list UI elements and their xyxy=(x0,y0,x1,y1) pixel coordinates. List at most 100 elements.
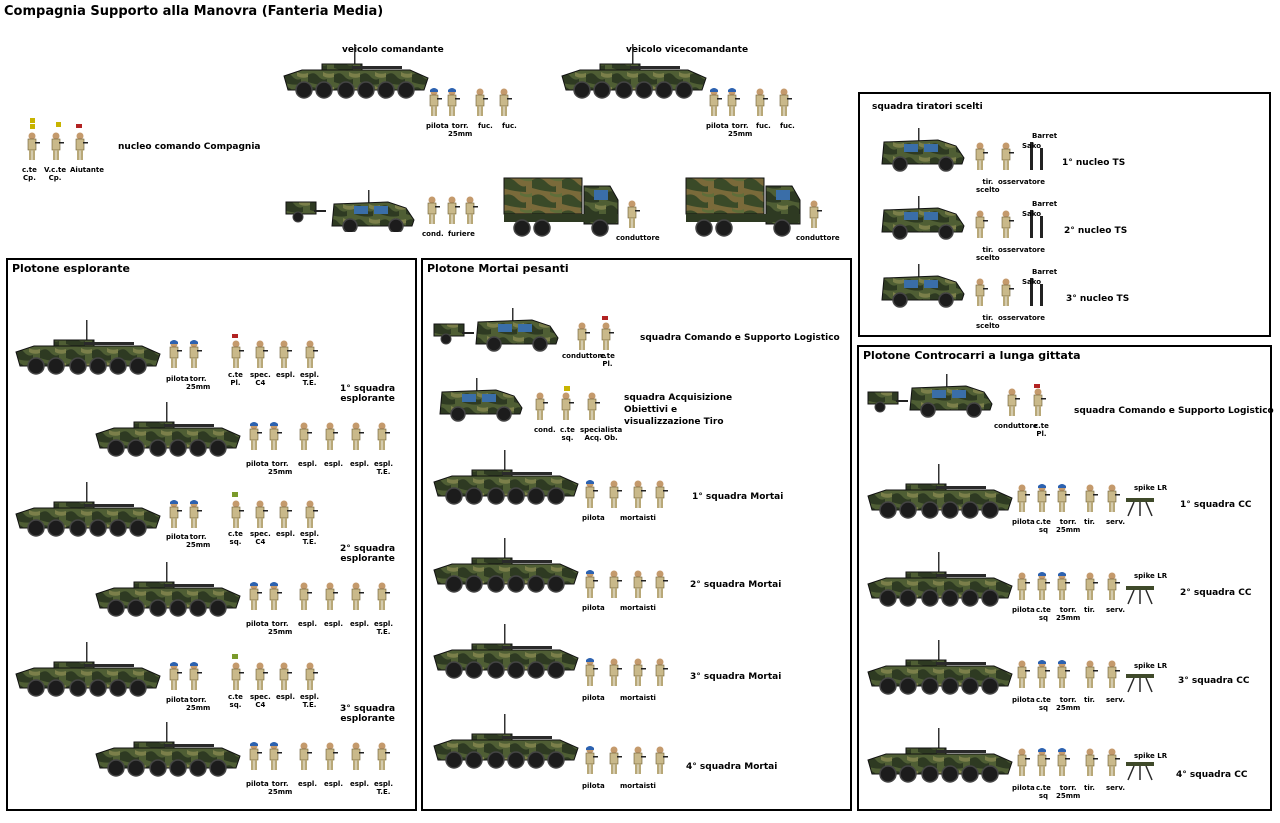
cc-sq-2: 2° squadra CC xyxy=(1180,588,1252,598)
sako-3: Sako xyxy=(1022,278,1042,286)
e2-torr: torr. 25mm xyxy=(268,460,293,476)
m-acq-spec: specialista Acq. Ob. xyxy=(580,426,623,442)
vice-crew xyxy=(706,88,793,117)
e5-r0: c.te sq. xyxy=(228,693,243,709)
mortai-cmd: squadra Comando e Supporto Logistico xyxy=(640,333,840,343)
vcrew-fuc2: fuc. xyxy=(780,122,795,130)
nucleo-ts-1: 1° nucleo TS xyxy=(1062,158,1126,168)
mortai-title: Plotone Mortai pesanti xyxy=(427,262,569,275)
esplorante-sq-2: 2° squadra esplorante xyxy=(340,544,396,564)
lmv-with-trailer xyxy=(285,189,415,232)
vcrew-fuc1: fuc. xyxy=(756,122,771,130)
e2-d0: espl. xyxy=(298,460,317,468)
vcrew-torr: torr. 25mm xyxy=(728,122,753,138)
e3-r3: espl. T.E. xyxy=(300,530,319,546)
e1-r0: c.te Pl. xyxy=(228,371,243,387)
m-cmd-cte: c.te Pl. xyxy=(600,352,615,368)
tir-3: tir. scelto xyxy=(976,314,1000,330)
mortai-units xyxy=(433,307,669,775)
e5-r2: espl. xyxy=(276,693,295,701)
c2-2: torr. 25mm xyxy=(1056,606,1081,622)
vice-vehicle xyxy=(561,43,707,99)
tiratori-units xyxy=(881,128,1043,308)
hq-label: nucleo comando Compagnia xyxy=(118,142,261,152)
e1-r3: espl. T.E. xyxy=(300,371,319,387)
oss-1: osservatore xyxy=(998,178,1045,186)
crew-fuc2: fuc. xyxy=(502,122,517,130)
sako-1: Sako xyxy=(1022,142,1042,150)
e1-torr: torr. 25mm xyxy=(186,375,211,391)
c1-1: c.te sq xyxy=(1036,518,1051,534)
m4-pilota: pilota xyxy=(582,782,605,790)
barret-3: Barret xyxy=(1032,268,1058,276)
c1-4: serv. xyxy=(1106,518,1126,526)
truck-1-driver xyxy=(627,200,641,229)
e5-torr: torr. 25mm xyxy=(186,696,211,712)
conduttore-2: conduttore xyxy=(796,234,840,242)
e6-d2: espl. xyxy=(350,780,369,788)
hq-soldiers xyxy=(27,118,89,161)
support-crew xyxy=(427,196,479,225)
c4-2: torr. 25mm xyxy=(1056,784,1081,800)
c2-4: serv. xyxy=(1106,606,1126,614)
tiratori-title: squadra tiratori scelti xyxy=(872,102,983,112)
e2-pilota: pilota xyxy=(246,460,269,468)
cc-sq-4: 4° squadra CC xyxy=(1176,770,1248,780)
mortai-acq: squadra Acquisizione Obiettivi e visuali… xyxy=(624,393,733,427)
truck-1 xyxy=(503,177,619,237)
nucleo-ts-3: 3° nucleo TS xyxy=(1066,294,1130,304)
barret-1: Barret xyxy=(1032,132,1058,140)
e3-pilota: pilota xyxy=(166,533,189,541)
hq-aiutante-label: Aiutante xyxy=(70,166,104,174)
mortai-sq-2: 2° squadra Mortai xyxy=(690,580,782,590)
e4-d0: espl. xyxy=(298,620,317,628)
mortai-box: Plotone Mortai pesanti xyxy=(421,258,852,811)
m4-mortaisti: mortaisti xyxy=(620,782,656,790)
m1-pilota: pilota xyxy=(582,514,605,522)
cc-sq-1: 1° squadra CC xyxy=(1180,500,1252,510)
controcarri-box: Plotone Controcarri a lunga gittata xyxy=(857,345,1272,811)
c4-3: tir. xyxy=(1084,784,1095,792)
e1-r2: espl. xyxy=(276,371,295,379)
c3-3: tir. xyxy=(1084,696,1095,704)
barret-2: Barret xyxy=(1032,200,1058,208)
tir-1: tir. scelto xyxy=(976,178,1000,194)
m-cmd-cond: conduttore xyxy=(562,352,606,360)
cmd-crew xyxy=(426,88,513,117)
conduttore-1: conduttore xyxy=(616,234,660,242)
e5-pilota: pilota xyxy=(166,696,189,704)
e4-d2: espl. xyxy=(350,620,369,628)
hq-vcte-label: V.c.te Cp. xyxy=(44,166,67,182)
e3-r0: c.te sq. xyxy=(228,530,243,546)
cmd-vehicle xyxy=(283,43,429,99)
vice-vehicle-label: veicolo vicecomandante xyxy=(626,45,749,55)
spike-3: spike LR xyxy=(1134,662,1168,670)
controcarri-title: Plotone Controcarri a lunga gittata xyxy=(863,349,1081,362)
c4-0: pilota xyxy=(1012,784,1035,792)
e4-d3: espl. T.E. xyxy=(374,620,393,636)
e2-d2: espl. xyxy=(350,460,369,468)
spike-2: spike LR xyxy=(1134,572,1168,580)
tir-2: tir. scelto xyxy=(976,246,1000,262)
mortai-sq-1: 1° squadra Mortai xyxy=(692,492,784,502)
c4-1: c.te sq xyxy=(1036,784,1051,800)
m2-pilota: pilota xyxy=(582,604,605,612)
e4-torr: torr. 25mm xyxy=(268,620,293,636)
esplorante-box: Plotone esplorante xyxy=(6,258,417,811)
crew-torr: torr. 25mm xyxy=(448,122,473,138)
e1-pilota: pilota xyxy=(166,375,189,383)
esplorante-sq-1: 1° squadra esplorante xyxy=(340,384,396,404)
controcarri-units xyxy=(867,373,1155,783)
c3-4: serv. xyxy=(1106,696,1126,704)
c3-1: c.te sq xyxy=(1036,696,1051,712)
c1-0: pilota xyxy=(1012,518,1035,526)
mortai-sq-3: 3° squadra Mortai xyxy=(690,672,782,682)
esplorante-title: Plotone esplorante xyxy=(12,262,130,275)
e3-torr: torr. 25mm xyxy=(186,533,211,549)
cmd-vehicle-label: veicolo comandante xyxy=(342,45,444,55)
truck-2-driver xyxy=(809,200,823,229)
e4-pilota: pilota xyxy=(246,620,269,628)
e2-d3: espl. T.E. xyxy=(374,460,393,476)
m-acq-cond: cond. xyxy=(534,426,556,434)
m1-mortaisti: mortaisti xyxy=(620,514,656,522)
